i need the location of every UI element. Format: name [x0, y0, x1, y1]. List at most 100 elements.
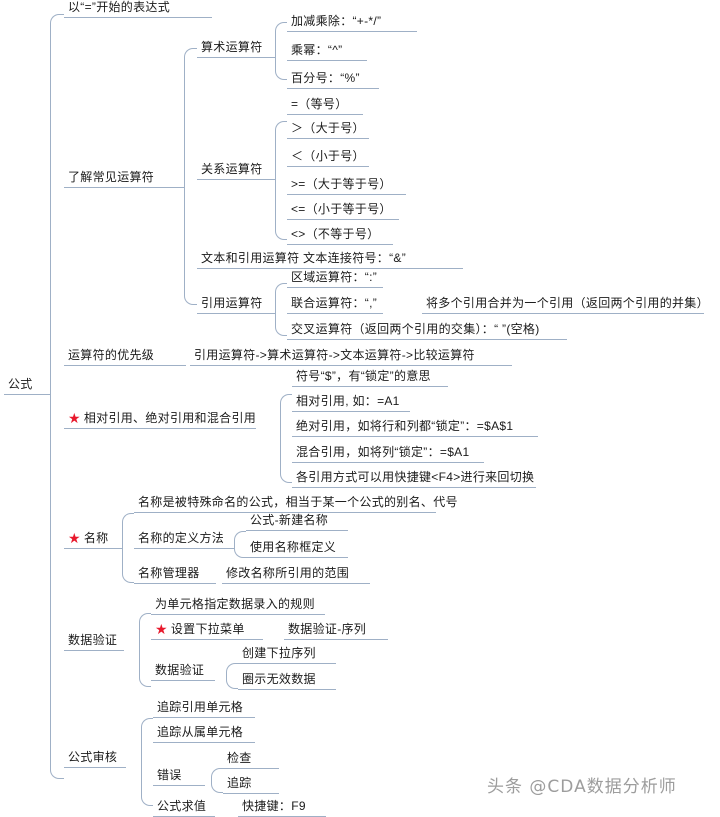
node-evaluate-formula-note[interactable]: 快捷键：F9	[238, 799, 326, 817]
formula-auditing-bracket	[141, 718, 153, 806]
node-error-trace-label: 追踪	[227, 776, 252, 790]
node-rel-equal-label: =（等号）	[291, 97, 348, 111]
node-dv-dropdown-setup-label: 设置下拉菜单	[170, 622, 245, 636]
node-error-trace[interactable]: 追踪	[223, 776, 279, 794]
node-text-concat-symbol-label: 文本连接符号：“&”	[303, 251, 406, 265]
watermark: 头条 @CDA数据分析师	[487, 777, 677, 797]
branch-data-validation[interactable]: 数据验证	[64, 633, 124, 651]
node-rel-not-equal[interactable]: <>（不等于号）	[287, 227, 393, 245]
root-bracket	[50, 14, 64, 779]
node-trace-dependents[interactable]: 追踪从属单元格	[153, 725, 255, 743]
node-rel-greater-equal[interactable]: >=（大于等于号）	[287, 177, 406, 195]
node-rel-greater[interactable]: ＞（大于号）	[287, 121, 369, 139]
node-name-manager-note-label: 修改名称所引用的范围	[226, 566, 350, 580]
node-arithmetic-operators-label: 算术运算符	[201, 40, 263, 54]
node-rel-equal[interactable]: =（等号）	[287, 97, 363, 115]
node-rel-less-equal[interactable]: <=（小于等于号）	[287, 202, 399, 220]
node-name-definition-method-label: 名称的定义方法	[138, 531, 225, 545]
node-reference-operators-label: 引用运算符	[201, 296, 263, 310]
node-name-definition-method[interactable]: 名称的定义方法	[134, 531, 234, 549]
node-name-via-name-box[interactable]: 使用名称框定义	[246, 540, 348, 558]
node-name-manager-note[interactable]: 修改名称所引用的范围	[222, 566, 370, 584]
node-mixed-reference[interactable]: 混合引用，如将列“锁定”：=$A1	[292, 445, 484, 463]
node-arithmetic-operators[interactable]: 算术运算符	[197, 40, 275, 58]
branch-reference-types-label: 相对引用、绝对引用和混合引用	[83, 411, 257, 425]
node-arith-add-sub-mul-div[interactable]: 加减乘除：“+-*/”	[287, 14, 417, 32]
node-dv-entry-rules-label: 为单元格指定数据录入的规则	[155, 597, 315, 611]
node-name-manager-label: 名称管理器	[138, 566, 200, 580]
node-f4-toggle-reference-label: 各引用方式可以用快捷键<F4>进行来回切换	[296, 470, 535, 484]
node-evaluate-formula-label: 公式求值	[157, 799, 207, 813]
node-ref-union-operator-label: 联合运算符：“,”	[291, 296, 378, 310]
branch-reference-types[interactable]: ★相对引用、绝对引用和混合引用	[64, 411, 256, 429]
node-text-and-reference-operators[interactable]: 文本和引用运算符	[197, 251, 299, 269]
node-arith-power-label: 乘幂：“^”	[291, 43, 343, 57]
node-ref-intersect-operator[interactable]: 交叉运算符（返回两个引用的交集）：“ ”(空格)	[287, 322, 567, 340]
root-node-formula[interactable]: 公式	[4, 377, 50, 395]
node-trace-dependents-label: 追踪从属单元格	[157, 725, 244, 739]
node-rel-less-label: ＜（小于号）	[291, 149, 365, 163]
node-evaluate-formula[interactable]: 公式求值	[153, 799, 215, 817]
node-dv-create-dropdown-label: 创建下拉序列	[242, 646, 316, 660]
node-name-manager[interactable]: 名称管理器	[134, 566, 216, 584]
names-bracket	[122, 513, 134, 583]
branch-expression-start[interactable]: 以“=”开始的表达式	[64, 0, 212, 18]
node-trace-precedents[interactable]: 追踪引用单元格	[153, 700, 255, 718]
node-f4-toggle-reference[interactable]: 各引用方式可以用快捷键<F4>进行来回切换	[292, 470, 536, 488]
node-ref-range-operator-label: 区域运算符：“:”	[291, 270, 378, 284]
node-relational-operators[interactable]: 关系运算符	[197, 162, 275, 180]
node-dv-dropdown-setup-note-label: 数据验证-序列	[288, 622, 367, 636]
branch-operator-precedence-label: 运算符的优先级	[68, 348, 155, 362]
node-dv-circle-invalid-data-label: 圈示无效数据	[242, 672, 316, 686]
node-name-new-via-formula-tab[interactable]: 公式-新建名称	[246, 513, 348, 531]
data-validation-bracket	[139, 613, 151, 687]
node-precedence-order[interactable]: 引用运算符->算术运算符->文本运算符->比较运算符	[190, 348, 512, 366]
node-evaluate-formula-note-label: 快捷键：F9	[242, 799, 306, 813]
node-rel-not-equal-label: <>（不等于号）	[291, 227, 380, 241]
node-ref-union-operator-note-label: 将多个引用合并为一个引用（返回两个引用的并集）	[426, 296, 709, 310]
branch-formula-auditing[interactable]: 公式审核	[64, 750, 126, 768]
star-icon: ★	[68, 410, 81, 426]
node-dv-data-validation[interactable]: 数据验证	[151, 663, 215, 681]
node-reference-operators[interactable]: 引用运算符	[197, 296, 275, 314]
node-ref-intersect-operator-label: 交叉运算符（返回两个引用的交集）：“ ”(空格)	[291, 322, 540, 336]
node-absolute-reference[interactable]: 绝对引用，如将行和列都“锁定”：=$A$1	[292, 419, 538, 437]
node-ref-union-operator[interactable]: 联合运算符：“,”	[287, 296, 383, 314]
node-rel-less[interactable]: ＜（小于号）	[287, 149, 369, 167]
node-ref-range-operator[interactable]: 区域运算符：“:”	[287, 270, 383, 288]
node-dv-circle-invalid-data[interactable]: 圈示无效数据	[238, 672, 336, 690]
node-dv-entry-rules[interactable]: 为单元格指定数据录入的规则	[151, 597, 325, 615]
node-text-and-reference-operators-label: 文本和引用运算符	[201, 251, 300, 265]
node-arith-percent-label: 百分号：“%”	[291, 71, 360, 85]
node-arith-power[interactable]: 乘幂：“^”	[287, 43, 367, 61]
node-error-check[interactable]: 检查	[223, 751, 279, 769]
node-dv-create-dropdown[interactable]: 创建下拉序列	[238, 646, 336, 664]
node-relational-operators-label: 关系运算符	[201, 162, 263, 176]
node-dv-dropdown-setup-note[interactable]: 数据验证-序列	[284, 622, 388, 640]
node-arith-add-sub-mul-div-label: 加减乘除：“+-*/”	[291, 14, 382, 28]
node-trace-precedents-label: 追踪引用单元格	[157, 700, 244, 714]
relational-children-bracket	[275, 121, 287, 240]
node-relative-reference[interactable]: 相对引用, 如：=A1	[292, 394, 410, 412]
name-definition-children-bracket	[234, 531, 246, 558]
arithmetic-children-bracket	[275, 22, 287, 80]
branch-names-label: 名称	[83, 531, 109, 545]
branch-names[interactable]: ★名称	[64, 531, 122, 549]
branch-operator-precedence[interactable]: 运算符的优先级	[64, 348, 186, 366]
node-error-check-label: 检查	[227, 751, 252, 765]
node-relative-reference-label: 相对引用, 如：=A1	[296, 394, 400, 408]
node-name-definition-concept-label: 名称是被特殊命名的公式，相当于某一个公式的别名、代号	[138, 495, 458, 509]
node-rel-less-equal-label: <=（小于等于号）	[291, 202, 392, 216]
node-name-definition-concept[interactable]: 名称是被特殊命名的公式，相当于某一个公式的别名、代号	[134, 495, 458, 513]
node-precedence-order-label: 引用运算符->算术运算符->文本运算符->比较运算符	[194, 348, 475, 362]
node-absolute-reference-label: 绝对引用，如将行和列都“锁定”：=$A$1	[296, 419, 514, 433]
node-dollar-sign-lock[interactable]: 符号“$”，有“锁定”的意思	[292, 369, 448, 387]
star-icon: ★	[68, 530, 81, 546]
node-ref-union-operator-note[interactable]: 将多个引用合并为一个引用（返回两个引用的并集）	[422, 296, 709, 314]
node-error[interactable]: 错误	[153, 768, 205, 786]
branch-common-operators[interactable]: 了解常见运算符	[64, 170, 184, 188]
node-text-concat-symbol[interactable]: 文本连接符号：“&”	[299, 251, 463, 269]
node-arith-percent[interactable]: 百分号：“%”	[287, 71, 379, 89]
node-dv-dropdown-setup[interactable]: ★设置下拉菜单	[151, 622, 263, 640]
